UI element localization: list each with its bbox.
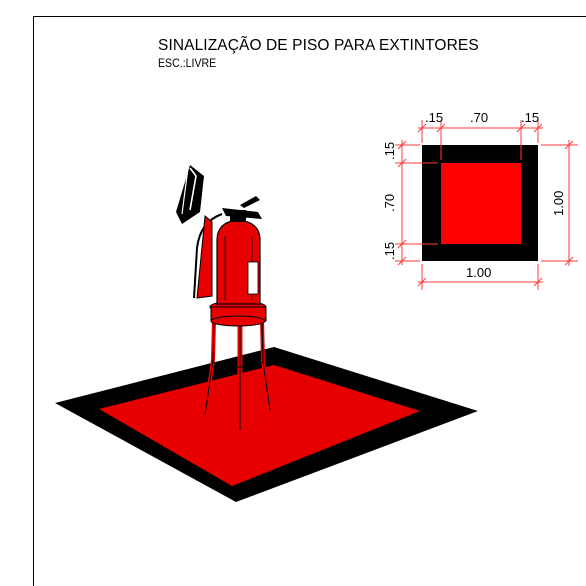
dim-left-bottom: .15	[382, 242, 397, 260]
drawing-title: SINALIZAÇÃO DE PISO PARA EXTINTORES	[158, 37, 479, 54]
drawing-canvas: .15 .70 .15 1.00 .15 .70 .15 1.00	[55, 110, 578, 502]
detail-plan	[422, 145, 538, 261]
fire-extinguisher-icon	[176, 165, 272, 430]
dim-bottom: 1.00	[466, 265, 491, 280]
drawing-frame	[33, 16, 586, 586]
dim-left-top: .15	[382, 142, 397, 160]
floor-inner-red-square	[99, 365, 420, 486]
dim-right: 1.00	[551, 191, 566, 216]
detail-inner-red-square	[441, 163, 521, 244]
dim-top-right: .15	[521, 110, 539, 125]
dim-left-center: .70	[382, 194, 397, 212]
dimension-lines	[395, 120, 578, 290]
dim-top-center: .70	[470, 110, 488, 125]
dim-top-left: .15	[425, 110, 443, 125]
floor-marking-isometric	[55, 347, 478, 502]
scale-note: ESC.:LIVRE	[158, 58, 217, 70]
